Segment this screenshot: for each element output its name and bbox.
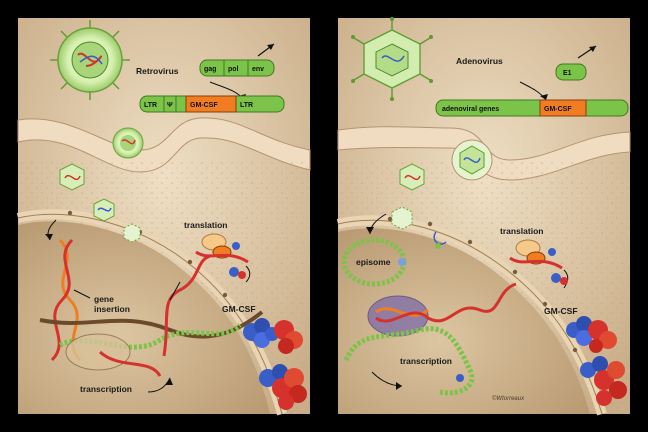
ribosome <box>195 233 249 264</box>
endocytosed-adenovirus <box>451 139 493 181</box>
gene-psi: Ψ <box>167 102 173 109</box>
right-transcription-complex <box>367 295 429 337</box>
mrna-exiting <box>162 254 211 357</box>
arrow-translation <box>245 265 251 283</box>
gmcsf-protein-cluster-1 <box>243 318 303 354</box>
rna-polymerase <box>65 333 131 371</box>
gmcsf-label: GM-CSF <box>222 304 256 314</box>
retrovirus-label: Retrovirus <box>136 66 179 76</box>
retrovirus-particle <box>50 20 130 100</box>
gene-gmcsf-adeno: GM-CSF <box>544 106 572 113</box>
gene-gag: gag <box>204 66 216 73</box>
dna-bead <box>456 374 464 382</box>
right-gmcsf-protein-small <box>551 273 568 285</box>
transcription-label: transcription <box>80 384 132 394</box>
e1-construct: E1 <box>555 63 587 81</box>
right-nascent-rna <box>427 282 517 323</box>
translation-label: translation <box>184 220 227 230</box>
endocytosing-virus <box>112 127 144 159</box>
episome <box>341 237 407 287</box>
right-gmcsf-protein-cluster-2 <box>580 356 627 406</box>
gmcsf-protein-small <box>229 267 246 279</box>
nascent-rna <box>98 350 162 377</box>
arrow-mrna-export <box>169 281 181 301</box>
adenovirus-label: Adenovirus <box>456 56 503 66</box>
right-translation-label: translation <box>500 226 543 236</box>
retroviral-vector-construct: LTR Ψ GM-CSF LTR <box>139 95 285 113</box>
gene-gmcsf: GM-CSF <box>190 102 218 109</box>
right-ribosome <box>509 239 563 270</box>
host-chromatin <box>39 310 264 339</box>
gene-ltr-3: LTR <box>240 102 253 109</box>
arrow-insertion <box>73 289 91 299</box>
episome-label: episome <box>356 257 391 267</box>
artist-signature: ©Wtorreaux <box>492 395 525 402</box>
gene-env: env <box>252 66 264 73</box>
gene-insertion-label-2: insertion <box>94 304 130 314</box>
right-uncoating-capsids <box>391 163 447 249</box>
left-panel: Retrovirus gag pol env LTR Ψ GM-CSF LTR <box>16 18 311 416</box>
uncoating-capsids <box>59 163 141 243</box>
gene-e1: E1 <box>563 70 572 77</box>
right-transcription-label: transcription <box>400 356 452 366</box>
left-nuclear-envelope-edge <box>17 213 283 415</box>
right-gmcsf-protein-cluster-1 <box>566 316 617 353</box>
adenovirus-particle <box>351 17 433 101</box>
right-arrow-translation <box>563 269 569 289</box>
gene-insertion-label-1: gene <box>94 294 114 304</box>
gag-pol-env-construct: gag pol env <box>199 59 275 77</box>
right-nuclear-pores <box>387 216 578 353</box>
right-gmcsf-label: GM-CSF <box>544 306 578 316</box>
adenoviral-vector-construct: adenoviral genes GM-CSF <box>435 99 629 117</box>
gene-pol: pol <box>228 66 239 73</box>
gene-ltr-5: LTR <box>144 102 157 109</box>
gmcsf-protein-cluster-2 <box>259 364 307 410</box>
gene-adenoviral: adenoviral genes <box>442 106 499 113</box>
right-panel: Adenovirus E1 adenoviral genes GM-CSF <box>336 17 631 416</box>
